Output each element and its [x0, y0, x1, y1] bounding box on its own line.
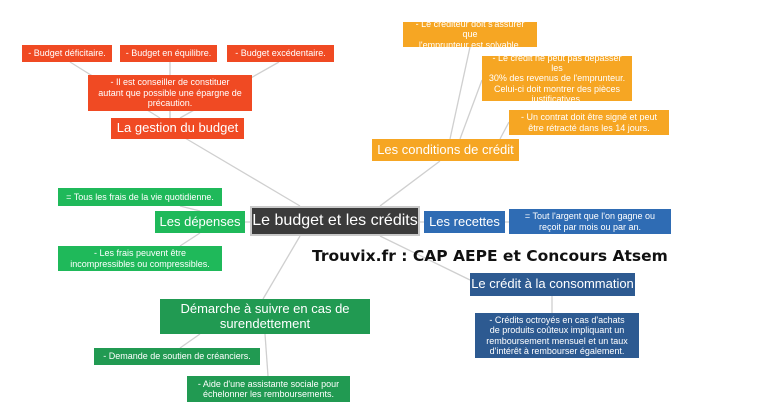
link-center-consommation [379, 235, 471, 281]
link-conditions-contrat [499, 121, 510, 140]
leaf-contrat-retractation[interactable]: - Un contrat doit être signé et peut êtr… [509, 110, 669, 135]
leaf-frais-incompressibles[interactable]: - Les frais peuvent être incompressibles… [58, 246, 222, 271]
leaf-crediteur-solvable[interactable]: - Le créditeur doit s'assurer que l'empr… [403, 19, 537, 50]
link-depenses-incompressibles [179, 232, 201, 247]
leaf-revenus-emprunteur[interactable]: - Le crédit ne peut pas dépasser les 30%… [482, 53, 632, 104]
link-conditions-revenus [459, 79, 483, 140]
link-conditions-solvable [449, 46, 471, 140]
link-center-conditions [379, 160, 441, 207]
leaf-soutien-creanciers[interactable]: - Demande de soutien de créanciers. [94, 348, 260, 365]
site-watermark: Trouvix.fr : CAP AEPE et Concours Atsem [312, 247, 668, 265]
link-depenses-fraisvie [179, 205, 201, 212]
branch-credit-consommation[interactable]: Le crédit à la consommation [470, 273, 635, 296]
leaf-epargne-precaution[interactable]: - Il est conseiller de constituer autant… [88, 75, 252, 111]
link-center-gestion [184, 137, 301, 207]
link-center-demarche [262, 235, 301, 300]
leaf-assistante-sociale[interactable]: - Aide d'une assistante sociale pour éch… [187, 376, 350, 402]
central-topic[interactable]: Le budget et les crédits [250, 206, 420, 236]
branch-les-depenses[interactable]: Les dépenses [155, 211, 245, 233]
link-demarche-assistante [264, 333, 269, 377]
branch-les-recettes[interactable]: Les recettes [424, 211, 505, 233]
branch-demarche-surendettement[interactable]: Démarche à suivre en cas de surendetteme… [160, 299, 370, 334]
leaf-credits-octroyes[interactable]: - Crédits octroyés en cas d'achats de pr… [475, 313, 639, 358]
leaf-budget-excedentaire[interactable]: - Budget excédentaire. [227, 45, 334, 62]
link-demarche-soutien [179, 333, 201, 349]
branch-conditions-de-credit[interactable]: Les conditions de crédit [372, 139, 519, 161]
leaf-argent-gagne[interactable]: = Tout l'argent que l'on gagne ou reçoit… [509, 209, 671, 234]
leaf-budget-equilibre[interactable]: - Budget en équilibre. [120, 45, 217, 62]
leaf-budget-deficitaire[interactable]: - Budget déficitaire. [22, 45, 112, 62]
leaf-frais-vie-quotidienne[interactable]: = Tous les frais de la vie quotidienne. [58, 188, 222, 206]
branch-gestion-du-budget[interactable]: La gestion du budget [111, 118, 244, 139]
